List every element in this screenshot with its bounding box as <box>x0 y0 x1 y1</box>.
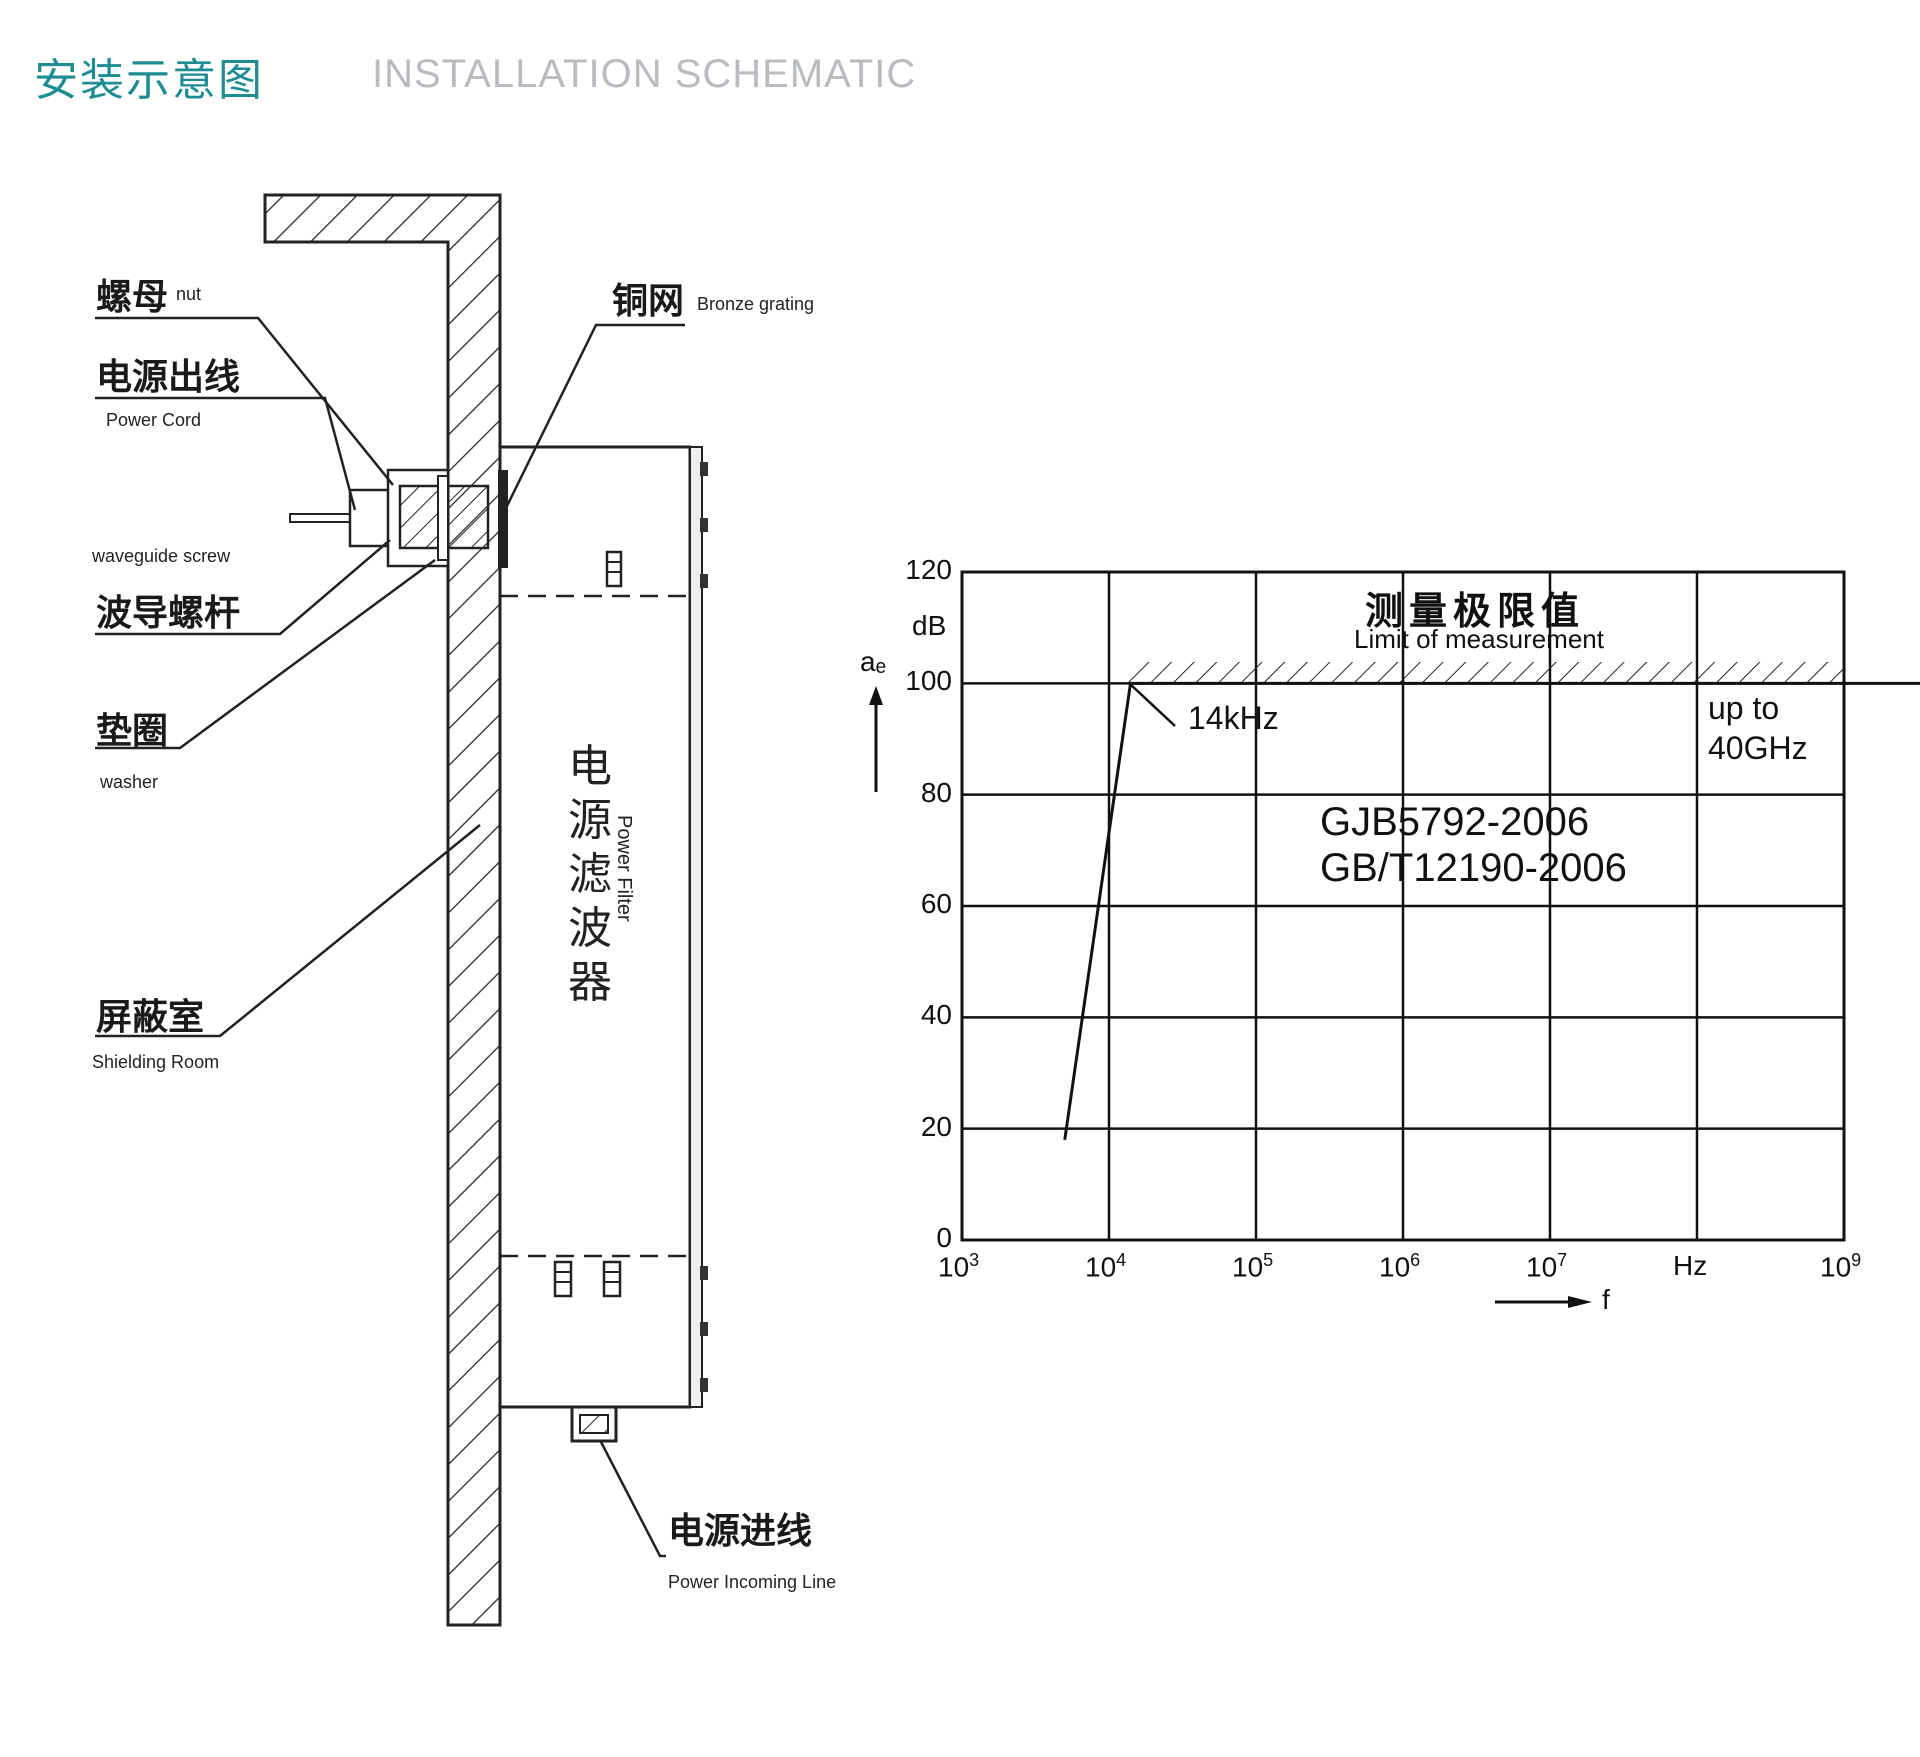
label-washer-en: washer <box>100 772 159 792</box>
label-washer-cn: 垫圈 <box>96 710 169 752</box>
label-waveguide-en: waveguide screw <box>92 546 231 566</box>
shielding-wall <box>263 193 502 1627</box>
x-tick-label: 103 <box>938 1250 980 1283</box>
limit-hatch <box>1128 662 1844 682</box>
label-bronze-cn: 铜网 <box>612 280 685 322</box>
label-incoming-cn: 电源进线 <box>668 1510 813 1552</box>
label-incoming-en: Power Incoming Line <box>668 1572 837 1592</box>
attenuation-chart <box>869 570 1920 1308</box>
label-shielding-en: Shielding Room <box>92 1052 220 1072</box>
page-title-en: INSTALLATION SCHEMATIC <box>372 52 917 96</box>
x-tick-exponent: 6 <box>1410 1250 1421 1270</box>
label-nut-cn: 螺母 <box>96 276 169 318</box>
x-tick-label: 109 <box>1820 1250 1862 1283</box>
label-filter-cn: 电源滤波器 <box>568 741 612 1008</box>
chart-subtitle: Limit of measurement <box>1354 624 1604 654</box>
y-tick-label: 100 <box>905 665 952 697</box>
x-axis-label: f <box>1602 1284 1610 1315</box>
waveguide-screw-assembly <box>289 468 508 568</box>
x-tick-label: 104 <box>1085 1250 1127 1283</box>
y-tick-label: 60 <box>920 888 952 919</box>
annotation-std2: GB/T12190-2006 <box>1320 846 1627 890</box>
x-tick-label: 106 <box>1379 1250 1421 1283</box>
x-tick-label: 107 <box>1526 1250 1568 1283</box>
x-tick-exponent: 3 <box>969 1250 980 1270</box>
label-shielding-cn: 屏蔽室 <box>96 996 205 1038</box>
chart-series <box>1063 681 1920 1141</box>
label-power-cord-cn: 电源出线 <box>96 356 241 398</box>
power-filter-body <box>498 445 708 1443</box>
label-filter-en: Power Filter <box>613 815 635 922</box>
label-nut-en: nut <box>176 284 202 304</box>
annotation-upper2: 40GHz <box>1708 730 1808 766</box>
x-tick-exponent: 5 <box>1263 1250 1274 1270</box>
y-tick-label: 120 <box>905 554 952 585</box>
y-arrow-head <box>869 686 883 705</box>
y-axis-label: aₑ <box>860 646 886 677</box>
label-waveguide-cn: 波导螺杆 <box>96 592 241 634</box>
x-tick-exponent: 9 <box>1851 1250 1862 1270</box>
annotation-knee: 14kHz <box>1188 700 1279 736</box>
annotation-std1: GJB5792-2006 <box>1320 800 1590 844</box>
y-tick-label: 40 <box>920 999 952 1031</box>
y-tick-label: 80 <box>920 776 952 808</box>
x-arrow-head <box>1568 1296 1592 1308</box>
chart-title: 测量极限值 <box>1365 588 1586 633</box>
y-unit: dB <box>912 610 947 641</box>
annotation-upper: up to <box>1708 690 1780 726</box>
y-tick-label: 20 <box>920 1110 952 1142</box>
label-power-cord-en: Power Cord <box>106 410 202 430</box>
series-line <box>1063 681 1920 1141</box>
x-tick-exponent: 7 <box>1557 1250 1568 1270</box>
leader-lines <box>95 316 685 1558</box>
label-bronze-en: Bronze grating <box>697 294 815 314</box>
y-tick-label: 0 <box>936 1222 952 1253</box>
x-tick-label: Hz <box>1673 1250 1708 1281</box>
page-title-cn: 安装示意图 <box>34 55 264 106</box>
x-tick-label: 105 <box>1232 1250 1274 1283</box>
knee-leader <box>1129 683 1176 727</box>
x-tick-exponent: 4 <box>1116 1250 1127 1270</box>
